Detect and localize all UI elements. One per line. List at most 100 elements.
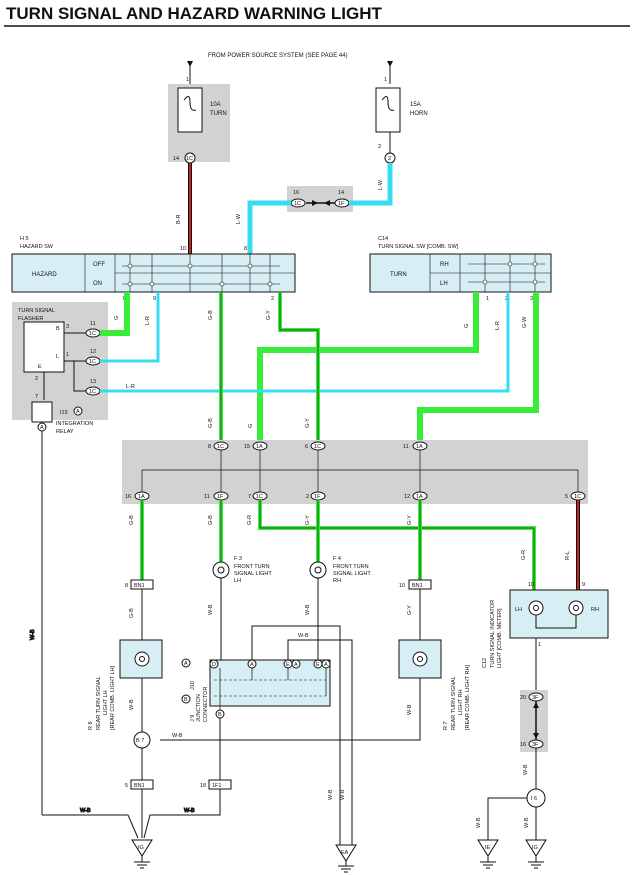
svg-text:L-R: L-R xyxy=(145,316,151,325)
svg-text:C12: C12 xyxy=(482,658,488,668)
svg-text:3: 3 xyxy=(530,296,533,302)
svg-text:10: 10 xyxy=(399,583,405,589)
svg-text:BN1: BN1 xyxy=(134,783,145,789)
svg-text:12: 12 xyxy=(90,349,96,355)
svg-text:1C: 1C xyxy=(217,444,224,450)
svg-text:G: G xyxy=(464,324,470,328)
svg-text:13: 13 xyxy=(90,379,96,385)
svg-text:1C: 1C xyxy=(89,331,96,337)
svg-text:12: 12 xyxy=(404,494,410,500)
svg-text:1C: 1C xyxy=(186,156,193,162)
svg-text:OFF: OFF xyxy=(93,262,105,268)
svg-text:W-B: W-B xyxy=(129,699,135,710)
svg-text:INTEGRATION: INTEGRATION xyxy=(56,421,93,427)
svg-text:IE: IE xyxy=(485,845,491,851)
turn-signal-switch: C14 TURN SIGNAL SW [COMB. SW] TURN RH LH… xyxy=(369,236,552,302)
fuse-icon xyxy=(183,96,197,111)
svg-text:B: B xyxy=(184,697,188,703)
svg-text:L-W: L-W xyxy=(236,213,242,224)
svg-text:E: E xyxy=(38,364,42,370)
svg-text:TURN: TURN xyxy=(390,272,407,278)
svg-text:IG: IG xyxy=(138,845,144,851)
junction-block: 1C 1A 1C 1A 8 15 6 11 1A 1F 1C 1F 1A 1C … xyxy=(122,440,588,504)
svg-text:1C: 1C xyxy=(294,201,301,207)
svg-text:11: 11 xyxy=(90,321,96,327)
svg-text:11: 11 xyxy=(204,494,210,500)
svg-text:B: B xyxy=(218,712,222,718)
svg-text:TURN: TURN xyxy=(210,111,227,117)
connector-bn1-left: BN1 8 G-B xyxy=(125,579,154,640)
svg-text:LH: LH xyxy=(440,281,448,287)
splice-i6: I 6 W-B W-B xyxy=(476,788,546,840)
svg-text:FRONT TURN: FRONT TURN xyxy=(234,564,270,570)
svg-text:11: 11 xyxy=(403,444,409,450)
svg-text:3F: 3F xyxy=(532,695,539,701)
svg-text:RH: RH xyxy=(333,578,341,584)
svg-text:L: L xyxy=(56,354,59,360)
svg-text:2: 2 xyxy=(306,494,309,500)
svg-text:B-R: B-R xyxy=(176,215,182,225)
svg-text:1: 1 xyxy=(66,352,69,358)
svg-text:R 7: R 7 xyxy=(443,721,449,730)
svg-text:2: 2 xyxy=(378,144,381,150)
svg-text:J10: J10 xyxy=(190,681,196,690)
svg-text:1F1: 1F1 xyxy=(212,783,221,789)
svg-text:1C: 1C xyxy=(89,359,96,365)
svg-text:E: E xyxy=(316,662,320,668)
svg-text:L-R: L-R xyxy=(126,384,135,390)
svg-text:B 7: B 7 xyxy=(136,738,144,744)
svg-text:E: E xyxy=(286,662,290,668)
svg-text:JUNCTION: JUNCTION xyxy=(196,694,202,722)
svg-text:W-B: W-B xyxy=(172,733,183,739)
svg-text:1F: 1F xyxy=(338,201,345,207)
svg-text:D: D xyxy=(212,662,216,668)
junction-connector: D A E A E A B A B J10 J 9 JUNCTION CONNE… xyxy=(181,625,353,845)
svg-text:A: A xyxy=(294,662,298,668)
svg-text:B: B xyxy=(56,326,60,332)
svg-text:LH: LH xyxy=(234,578,241,584)
wire-g-y-hazard: G-Y G-Y xyxy=(266,292,320,445)
svg-text:1: 1 xyxy=(186,77,189,83)
ground-ig-right: IG xyxy=(525,839,547,869)
hazard-switch: H 5 HAZARD SW HAZARD OFF ON 10 8 7 9 2 xyxy=(11,236,296,302)
svg-text:[REAR COMB. LIGHT RH]: [REAR COMB. LIGHT RH] xyxy=(465,665,471,730)
connector-bottom-1f1: 1F1 18 xyxy=(200,779,232,790)
svg-text:LIGHT LH: LIGHT LH xyxy=(103,690,109,715)
svg-text:7: 7 xyxy=(248,494,251,500)
turn-indicator-light: 10 9 LH RH 1 C12 TURN SIGNAL INDICATOR L… xyxy=(482,582,609,690)
splice-b7: B 7 W-B xyxy=(133,731,183,780)
svg-text:TURN SIGNAL: TURN SIGNAL xyxy=(18,308,55,314)
svg-text:16: 16 xyxy=(125,494,131,500)
wire-g-b-hazard: G-B G-B xyxy=(208,292,223,445)
svg-text:18: 18 xyxy=(200,783,206,789)
ground-wires-ig: W-B W-B W-B xyxy=(30,431,221,839)
svg-text:LIGHT RH: LIGHT RH xyxy=(458,689,464,715)
rear-turn-light-lh: R 6 REAR TURN SIGNAL LIGHT LH [REAR COMB… xyxy=(88,639,163,732)
svg-text:3F: 3F xyxy=(532,742,539,748)
svg-text:A: A xyxy=(250,662,254,668)
svg-text:EA: EA xyxy=(341,850,349,856)
svg-text:SIGNAL LIGHT: SIGNAL LIGHT xyxy=(333,571,371,577)
svg-text:H 5: H 5 xyxy=(20,236,29,242)
svg-text:[REAR COMB. LIGHT LH]: [REAR COMB. LIGHT LH] xyxy=(110,665,116,730)
svg-text:5: 5 xyxy=(125,783,128,789)
svg-text:1C: 1C xyxy=(574,494,581,500)
svg-text:LH: LH xyxy=(515,607,522,613)
junction-1c-1f: 1C 1F 16 14 xyxy=(287,186,353,212)
svg-text:IG: IG xyxy=(532,845,538,851)
front-turn-light-rh: F 4 FRONT TURN SIGNAL LIGHT RH W-B xyxy=(305,556,371,660)
svg-text:RH: RH xyxy=(591,607,599,613)
svg-text:A: A xyxy=(40,425,44,431)
svg-text:G-R: G-R xyxy=(247,515,253,525)
svg-text:1: 1 xyxy=(486,296,489,302)
svg-text:I 6: I 6 xyxy=(531,796,537,802)
bulb-icon xyxy=(573,605,579,611)
svg-text:W-B: W-B xyxy=(298,633,309,639)
svg-text:14: 14 xyxy=(338,190,344,196)
svg-text:CONNECTOR: CONNECTOR xyxy=(203,687,209,722)
svg-text:A: A xyxy=(76,409,80,415)
svg-text:G-Y: G-Y xyxy=(407,605,413,615)
svg-text:G-W: G-W xyxy=(522,316,528,328)
